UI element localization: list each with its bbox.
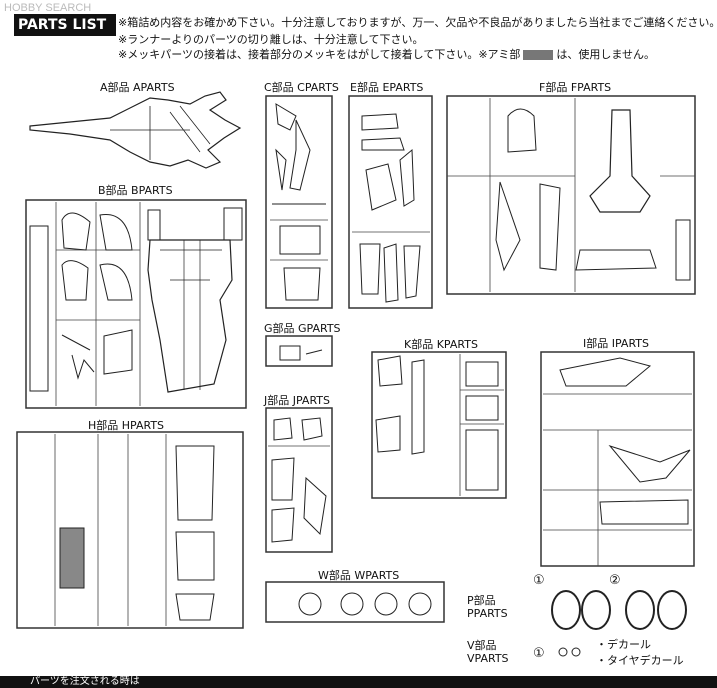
note-line-2: ※ランナーよりのパーツの切り離しは、十分注意して下さい。: [118, 33, 424, 46]
watermark-text: HOBBY SEARCH: [4, 2, 92, 14]
mesh-swatch: [523, 50, 554, 60]
sprue-w-title: W部品 WPARTS: [318, 569, 400, 582]
note-line-1: ※箱詰め内容をお確かめ下さい。十分注意しておりますが、万一、欠品や不良品がありま…: [118, 16, 717, 29]
sprue-b-title: B部品 BPARTS: [98, 184, 173, 197]
v-circle-1: ①: [533, 646, 545, 661]
sprue-k-title: K部品 KPARTS: [404, 338, 478, 351]
tire-circle-2: ②: [609, 573, 621, 588]
sprue-f-title: F部品 FPARTS: [539, 81, 612, 94]
tire-decal-legend: ・タイヤデカール: [596, 654, 684, 667]
sprue-i-title: I部品 IPARTS: [583, 337, 649, 350]
v-parts-title: V部品: [467, 639, 497, 652]
sprue-c-title: C部品 CPARTS: [264, 81, 339, 94]
sprue-g-title: G部品 GPARTS: [264, 322, 341, 335]
decal-legend: ・デカール: [596, 638, 651, 651]
note-line-3-text: ※メッキパーツの接着は、接着部分のメッキをはがして接着して下さい。※アミ部: [118, 48, 521, 61]
parts-list-badge: PARTS LIST: [10, 14, 116, 36]
sprue-e-title: E部品 EPARTS: [350, 81, 424, 94]
p-parts-title: P部品: [467, 594, 496, 607]
tire-circle-1: ①: [533, 573, 545, 588]
sprue-a-title: A部品 APARTS: [100, 81, 175, 94]
p-parts-sub: PPARTS: [467, 607, 508, 620]
note-line-3-tail: は、使用しません。: [556, 48, 656, 61]
note-line-3: ※メッキパーツの接着は、接着部分のメッキをはがして接着して下さい。※アミ部 は、使…: [118, 46, 655, 62]
sprue-j-title: J部品 JPARTS: [264, 394, 330, 407]
footer-bar: パーツを注文される時は: [0, 676, 717, 688]
v-parts-sub: VPARTS: [467, 652, 509, 665]
sprue-h-title: H部品 HPARTS: [88, 419, 165, 432]
